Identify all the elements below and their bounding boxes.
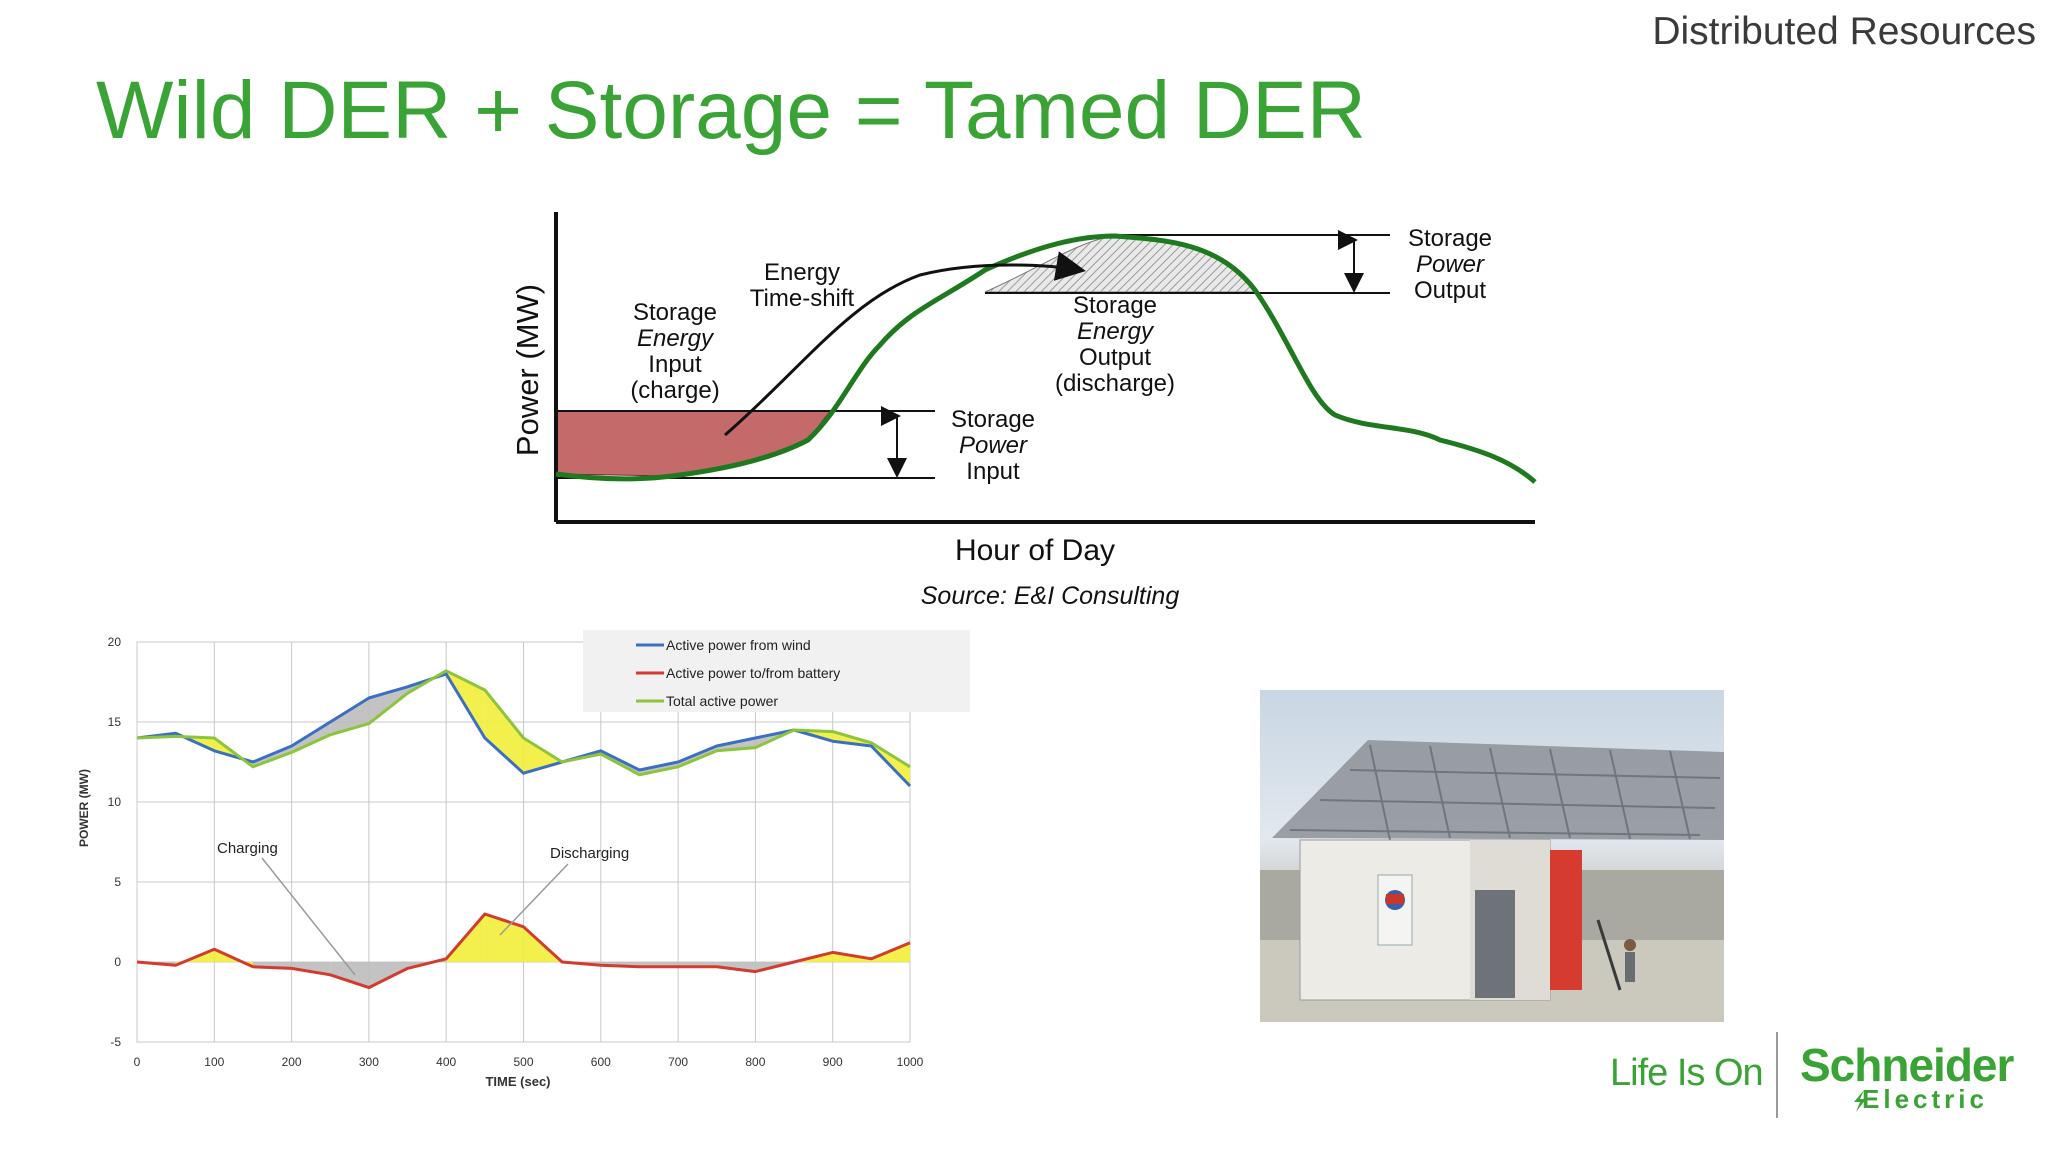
battery-fill: [330, 962, 369, 988]
svg-text:Storage: Storage: [1408, 225, 1492, 252]
svg-text:Energy: Energy: [764, 259, 840, 286]
legend-label: Total active power: [666, 693, 778, 709]
svg-text:Storage: Storage: [951, 406, 1035, 433]
x-tick-label: 100: [204, 1055, 224, 1069]
schneider-logo: Life Is On Schneider Electric: [1600, 1020, 2040, 1140]
series-line-1: [136, 672, 912, 788]
x-tick-label: 700: [668, 1055, 688, 1069]
y-tick-label: 5: [114, 875, 121, 889]
x-axis-label: Hour of Day: [955, 534, 1115, 567]
svg-text:Time-shift: Time-shift: [750, 285, 855, 312]
x-tick-label: 800: [745, 1055, 765, 1069]
section-label: Distributed Resources: [1652, 10, 2036, 53]
series-line-2: [136, 912, 911, 990]
chart-series: [136, 669, 912, 990]
svg-text:Storage: Storage: [633, 299, 717, 326]
svg-text:Power: Power: [959, 432, 1028, 459]
storage-concept-diagram: Power (MW) Hour of Day Source: E&I Consu…: [510, 212, 1537, 610]
x-tick-label: 500: [513, 1055, 533, 1069]
power-input-label: Storage Power Input: [951, 406, 1035, 485]
svg-text:Output: Output: [1414, 277, 1486, 304]
battery-container-photo: [1260, 690, 1724, 1022]
time-shift-arrow: [724, 251, 1086, 437]
x-tick-label: 200: [282, 1055, 302, 1069]
y-tick-label: 0: [114, 955, 121, 969]
svg-text:(charge): (charge): [630, 377, 719, 404]
discharging-pointer: [499, 863, 569, 936]
svg-text:Input: Input: [648, 351, 702, 378]
y-tick-label: 20: [108, 635, 122, 649]
container-illustration: [1260, 740, 1724, 1022]
x-tick-label: 0: [134, 1055, 141, 1069]
x-tick-label: 300: [359, 1055, 379, 1069]
svg-text:Power: Power: [1416, 251, 1485, 278]
svg-text:Storage: Storage: [1073, 292, 1157, 319]
chart-ticks: 0 100 200 300 400 500 600 700 800 900 1000 -5 0 5 10 15…: [108, 635, 924, 1069]
legend-label: Active power to/from battery: [666, 665, 840, 681]
battery-fill: [484, 914, 524, 962]
time-shift-label: Energy Time-shift: [750, 259, 855, 312]
energy-input-label: Storage Energy Input (charge): [630, 299, 719, 404]
source-note: Source: E&I Consulting: [921, 582, 1180, 610]
power-output-label: Storage Power Output: [1408, 225, 1492, 304]
y-tick-label: -5: [110, 1035, 121, 1049]
charging-annotation: Charging: [217, 840, 278, 857]
chart-x-axis-label: TIME (sec): [485, 1074, 550, 1089]
svg-text:Output: Output: [1079, 344, 1151, 371]
chart-y-axis-label: POWER (MW): [77, 769, 91, 847]
x-tick-label: 600: [591, 1055, 611, 1069]
y-axis-label: Power (MW): [510, 284, 545, 456]
brand-subtitle: Electric: [1862, 1084, 1988, 1114]
brand-name: Schneider: [1800, 1039, 2014, 1091]
discharging-annotation: Discharging: [550, 845, 629, 862]
svg-text:Input: Input: [966, 458, 1020, 485]
y-tick-label: 10: [108, 795, 122, 809]
x-tick-label: 1000: [897, 1055, 924, 1069]
x-tick-label: 400: [436, 1055, 456, 1069]
legend-label: Active power from wind: [666, 637, 811, 653]
svg-text:Energy: Energy: [1077, 318, 1155, 345]
logo-divider: [1776, 1032, 1778, 1118]
x-tick-label: 900: [823, 1055, 843, 1069]
charging-pointer: [261, 857, 356, 976]
battery-fill: [291, 962, 331, 975]
schneider-mark-icon: [1854, 1090, 1866, 1112]
series-line-3: [136, 669, 911, 777]
wind-total-fill: [484, 690, 524, 774]
slide-title: Wild DER + Storage = Tamed DER: [96, 65, 1366, 156]
energy-output-label: Storage Energy Output (discharge): [1055, 292, 1175, 397]
svg-text:Energy: Energy: [637, 325, 715, 352]
load-curve: [555, 233, 1537, 484]
y-tick-label: 15: [108, 715, 122, 729]
life-is-on-tagline: Life Is On: [1610, 1052, 1764, 1094]
svg-text:(discharge): (discharge): [1055, 370, 1175, 397]
